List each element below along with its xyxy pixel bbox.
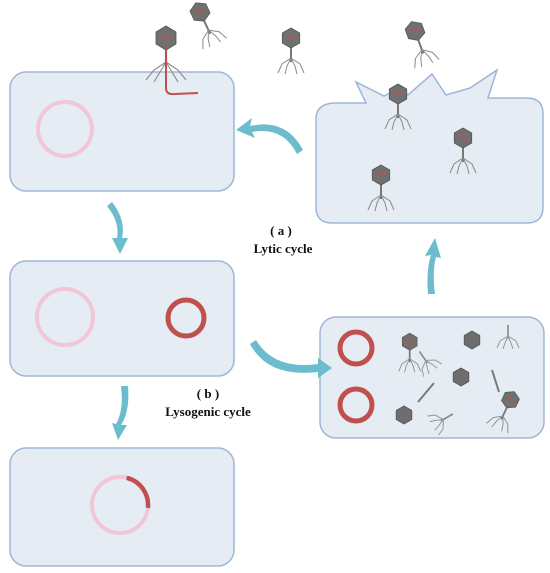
cycle-arrows [107, 118, 441, 440]
arrow-down-2 [112, 386, 129, 440]
host-chromosome [36, 100, 94, 158]
capsid [395, 405, 413, 425]
free-phage [277, 27, 305, 75]
phage-dna-circle [337, 386, 375, 424]
host-chromosome [35, 287, 95, 347]
attaching-phage [145, 25, 199, 96]
cell-prophage [9, 447, 235, 567]
label-lysogenic-cycle: Lysogenic cycle [165, 404, 251, 419]
integrated-prophage [126, 475, 151, 509]
label-lytic-cycle: Lytic cycle [254, 241, 313, 256]
arrow-release-to-infection [236, 118, 303, 154]
label-b-marker: ( b ) [197, 386, 219, 401]
tail-fiber [417, 382, 435, 403]
free-phage [398, 16, 441, 71]
phage-dna-circle [337, 329, 375, 367]
arrow-to-assembly [250, 340, 332, 378]
cell-lysis [315, 68, 544, 224]
cell-assembly [319, 316, 545, 439]
injected-viral-dna [165, 50, 199, 96]
cell-integration [9, 260, 235, 377]
capsid [452, 367, 470, 387]
capsid [463, 330, 481, 350]
free-phage [182, 0, 228, 52]
phage-dna-circle [165, 297, 207, 339]
label-a-marker: ( a ) [270, 223, 292, 238]
tail-fiber [491, 369, 500, 393]
arrow-down-1 [107, 202, 128, 254]
arrow-up [425, 238, 441, 294]
cell-infection [9, 25, 235, 192]
